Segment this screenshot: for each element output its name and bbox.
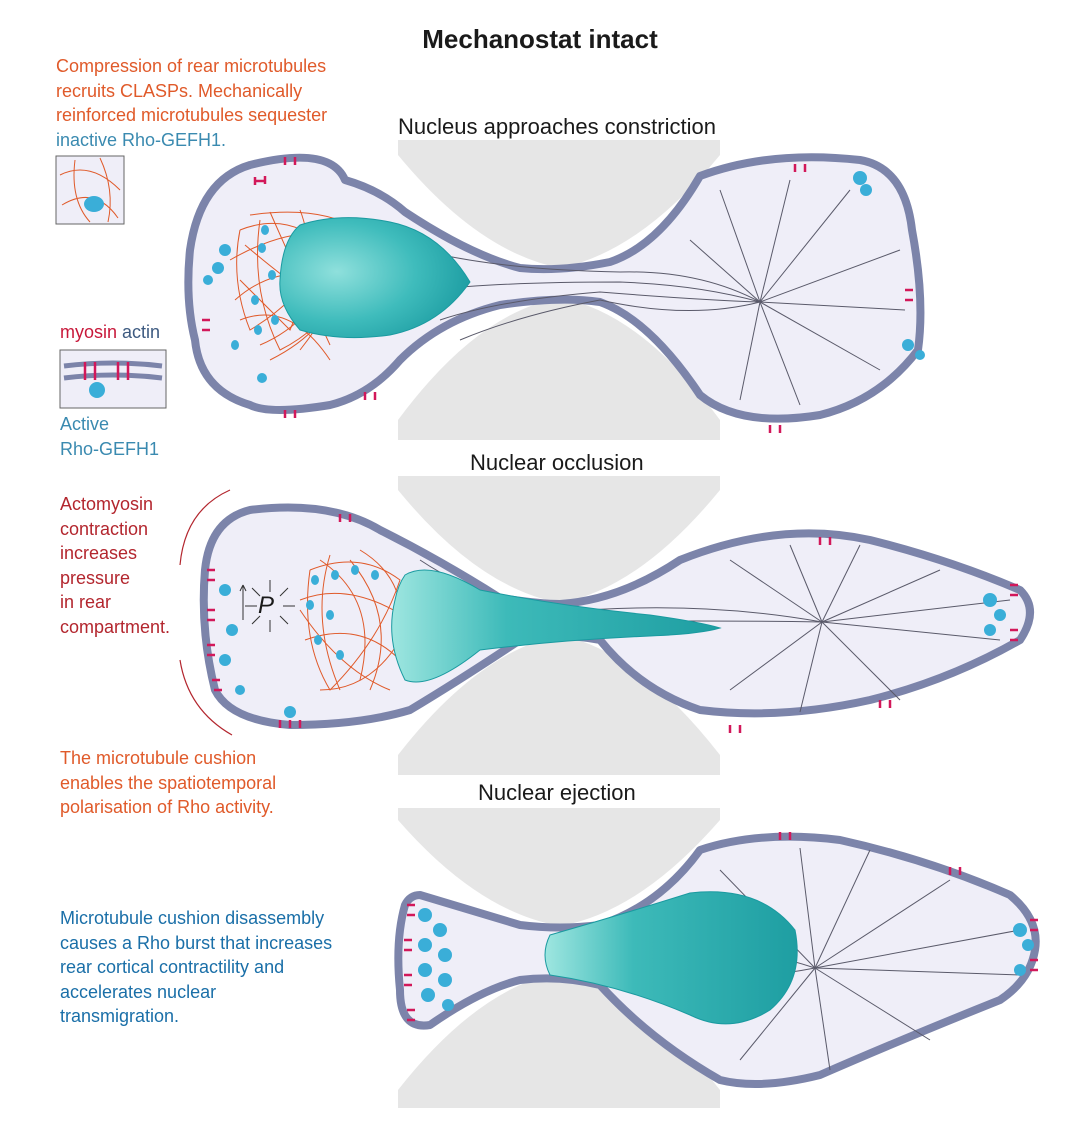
anno-line: in rear [60,592,112,612]
nucleus-1 [279,217,471,339]
anno-line: Active [60,414,110,434]
anno-line: Microtubule cushion disassembly [60,908,325,928]
microtubules-grey-1 [419,179,906,406]
pressure-arc-top [179,489,231,566]
myosin-markers-1 [202,157,913,433]
anno-line: enables the spatiotemporal [60,772,277,793]
anno-line: compartment. [60,616,171,637]
stage2-orange-annotation: The microtubule cushion enables the spat… [60,746,276,820]
anno-line: accelerates nuclear [60,981,217,1002]
stage-2-label: Nuclear occlusion [470,450,644,475]
anno-line: rear cortical contractility and [60,957,285,977]
pressure-arc-bottom [179,659,233,736]
myosin-markers-3 [404,832,1038,1022]
inset-actomyosin-legend [59,349,167,409]
constriction-pillar-bottom-2 [398,635,720,775]
anno-line: Actomyosin [60,494,154,514]
rho-gefh1-active-2 [219,584,1006,718]
constriction-pillar-top-2 [398,476,720,603]
stage2-red-annotation: Actomyosin contraction increases pressur… [60,492,170,639]
rho-gefh1-active-1 [203,171,925,383]
figure-title: Mechanostat intact [422,24,658,54]
stage1-orange-annotation: Compression of rear microtubules recruit… [56,54,327,152]
anno-line: The microtubule cushion [60,748,257,768]
constriction-pillar-bottom-3 [398,972,720,1108]
legend-myosin: myosin [60,322,118,342]
inset-mt-cushion [55,155,125,225]
rho-gefh1-burst-3 [418,908,1034,1011]
legend-active-rho: Active Rho-GEFH1 [60,412,159,461]
nucleus-2 [391,569,722,683]
pressure-burst [239,580,295,632]
stage-1-panel [184,140,925,440]
anno-line: inactive Rho-GEFH1. [56,129,227,150]
stage-1-label: Nucleus approaches constriction [398,114,716,139]
anno-line: causes a Rho burst that increases [60,932,333,953]
legend-myosin-actin: myosin actin [60,322,160,343]
anno-line: transmigration. [60,1006,180,1026]
anno-line: reinforced microtubules sequester [56,105,328,125]
rho-gefh1-inactive-1 [231,225,279,350]
constriction-pillar-bottom [398,298,720,440]
rho-gefh1-inactive-2 [306,565,379,660]
myosin-markers-2 [207,514,1018,733]
anno-line: Compression of rear microtubules [56,56,327,76]
stage-3-label: Nuclear ejection [478,780,636,805]
anno-line: contraction [60,518,149,539]
legend-actin: actin [122,322,161,342]
anno-line: recruits CLASPs. Mechanically [56,80,303,101]
constriction-pillar-top-3 [398,808,720,926]
anno-line: pressure [60,567,131,588]
anno-line: increases [60,543,138,563]
stage-3-panel [394,808,1040,1108]
anno-line: Rho-GEFH1 [60,438,160,459]
pressure-symbol: P [258,592,275,619]
anno-line: polarisation of Rho activity. [60,797,274,817]
stage-2-panel [179,476,1034,775]
stage3-blue-annotation: Microtubule cushion disassembly causes a… [60,906,332,1029]
constriction-pillar-top [398,140,720,268]
nucleus-3 [544,891,798,1025]
